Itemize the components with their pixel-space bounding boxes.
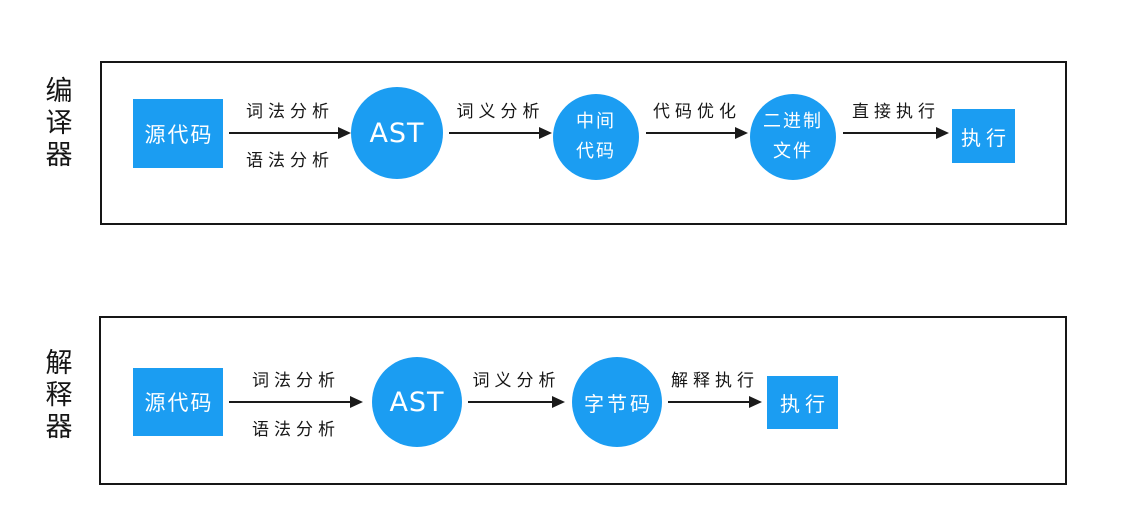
interpreter-node-ast: AST xyxy=(372,357,462,447)
arrow-shaft xyxy=(843,131,938,135)
arrow-shaft xyxy=(468,400,554,404)
syntax-analysis-label: 语法分析 xyxy=(252,420,340,440)
arrowhead-icon xyxy=(735,126,748,139)
compiler-node-ast: AST xyxy=(351,87,443,179)
interpreter-side-label: 解释器 xyxy=(45,348,73,443)
semantic-analysis-label: 词义分析 xyxy=(472,371,561,391)
interpreted-execution-label: 解释执行 xyxy=(671,371,759,391)
arrowhead-icon xyxy=(936,126,949,139)
arrow-shaft xyxy=(668,400,751,404)
arrowhead-icon xyxy=(749,395,762,408)
compiler-node-intermediate-code: 中间 代码 xyxy=(553,94,639,180)
code-optimization-label: 代码优化 xyxy=(653,102,741,122)
arrowhead-icon xyxy=(350,395,363,408)
arrow-shaft xyxy=(646,131,737,135)
interpreter-node-bytecode: 字节码 xyxy=(572,357,662,447)
arrow-shaft xyxy=(229,131,340,135)
compiler-node-binary-file: 二进制 文件 xyxy=(750,94,836,180)
interpreter-panel xyxy=(99,316,1067,485)
syntax-analysis-label: 语法分析 xyxy=(246,151,334,171)
compiler-node-execute: 执行 xyxy=(952,109,1015,163)
interpreter-node-source-code: 源代码 xyxy=(133,368,223,436)
lexical-analysis-label: 词法分析 xyxy=(246,102,334,122)
arrowhead-icon xyxy=(338,126,351,139)
lexical-analysis-label: 词法分析 xyxy=(252,371,340,391)
binary-file-line2: 文件 xyxy=(773,141,813,162)
semantic-analysis-label: 词义分析 xyxy=(456,102,545,122)
arrowhead-icon xyxy=(539,126,552,139)
interpreter-node-execute: 执行 xyxy=(767,376,838,429)
arrow-shaft xyxy=(229,400,352,404)
direct-execution-label: 直接执行 xyxy=(852,102,940,122)
intermediate-code-line2: 代码 xyxy=(576,141,616,162)
arrow-shaft xyxy=(449,131,541,135)
compiler-node-source-code: 源代码 xyxy=(133,99,223,168)
arrowhead-icon xyxy=(552,395,565,408)
compiler-side-label: 编译器 xyxy=(45,76,73,171)
intermediate-code-line1: 中间 xyxy=(576,111,616,132)
binary-file-line1: 二进制 xyxy=(763,111,823,132)
